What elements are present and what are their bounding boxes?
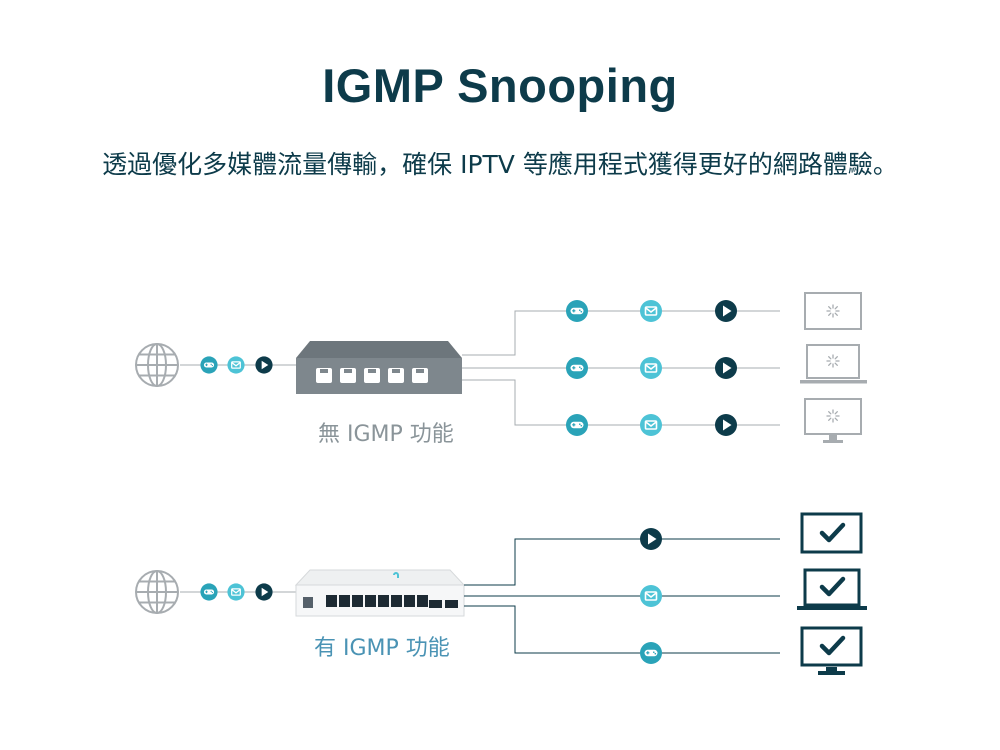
section-with-igmp: [135, 512, 867, 675]
mail-icon: [639, 299, 663, 323]
page-title: IGMP Snooping: [322, 59, 678, 112]
play-icon: [255, 583, 273, 601]
game-controller-icon: [566, 300, 588, 322]
mail-icon: [639, 413, 663, 437]
desktop-icon: [804, 398, 862, 443]
laptop-icon: [797, 568, 867, 610]
monitor-icon: [804, 292, 862, 330]
game-controller-icon: [200, 356, 218, 374]
page-subtitle: 透過優化多媒體流量傳輸，確保 IPTV 等應用程式獲得更好的網路體驗。: [102, 150, 898, 179]
managed-switch: [294, 569, 466, 617]
label-with-igmp: 有 IGMP 功能: [314, 636, 450, 661]
mail-icon: [639, 356, 663, 380]
globe-icon: [135, 343, 179, 387]
game-controller-icon: [200, 583, 218, 601]
mail-icon: [226, 582, 246, 602]
game-controller-icon: [566, 414, 588, 436]
label-without-igmp: 無 IGMP 功能: [318, 422, 454, 447]
mail-icon: [226, 355, 246, 375]
play-icon: [255, 356, 273, 374]
monitor-icon: [800, 512, 863, 554]
unmanaged-switch: [296, 341, 462, 394]
desktop-icon: [800, 626, 863, 675]
play-icon: [715, 414, 737, 436]
mail-icon: [639, 584, 663, 608]
game-controller-icon: [640, 642, 662, 664]
play-icon: [715, 357, 737, 379]
section-without-igmp: [135, 292, 867, 443]
play-icon: [640, 528, 662, 550]
game-controller-icon: [566, 357, 588, 379]
globe-icon: [135, 570, 179, 614]
play-icon: [715, 300, 737, 322]
laptop-icon: [800, 344, 867, 384]
